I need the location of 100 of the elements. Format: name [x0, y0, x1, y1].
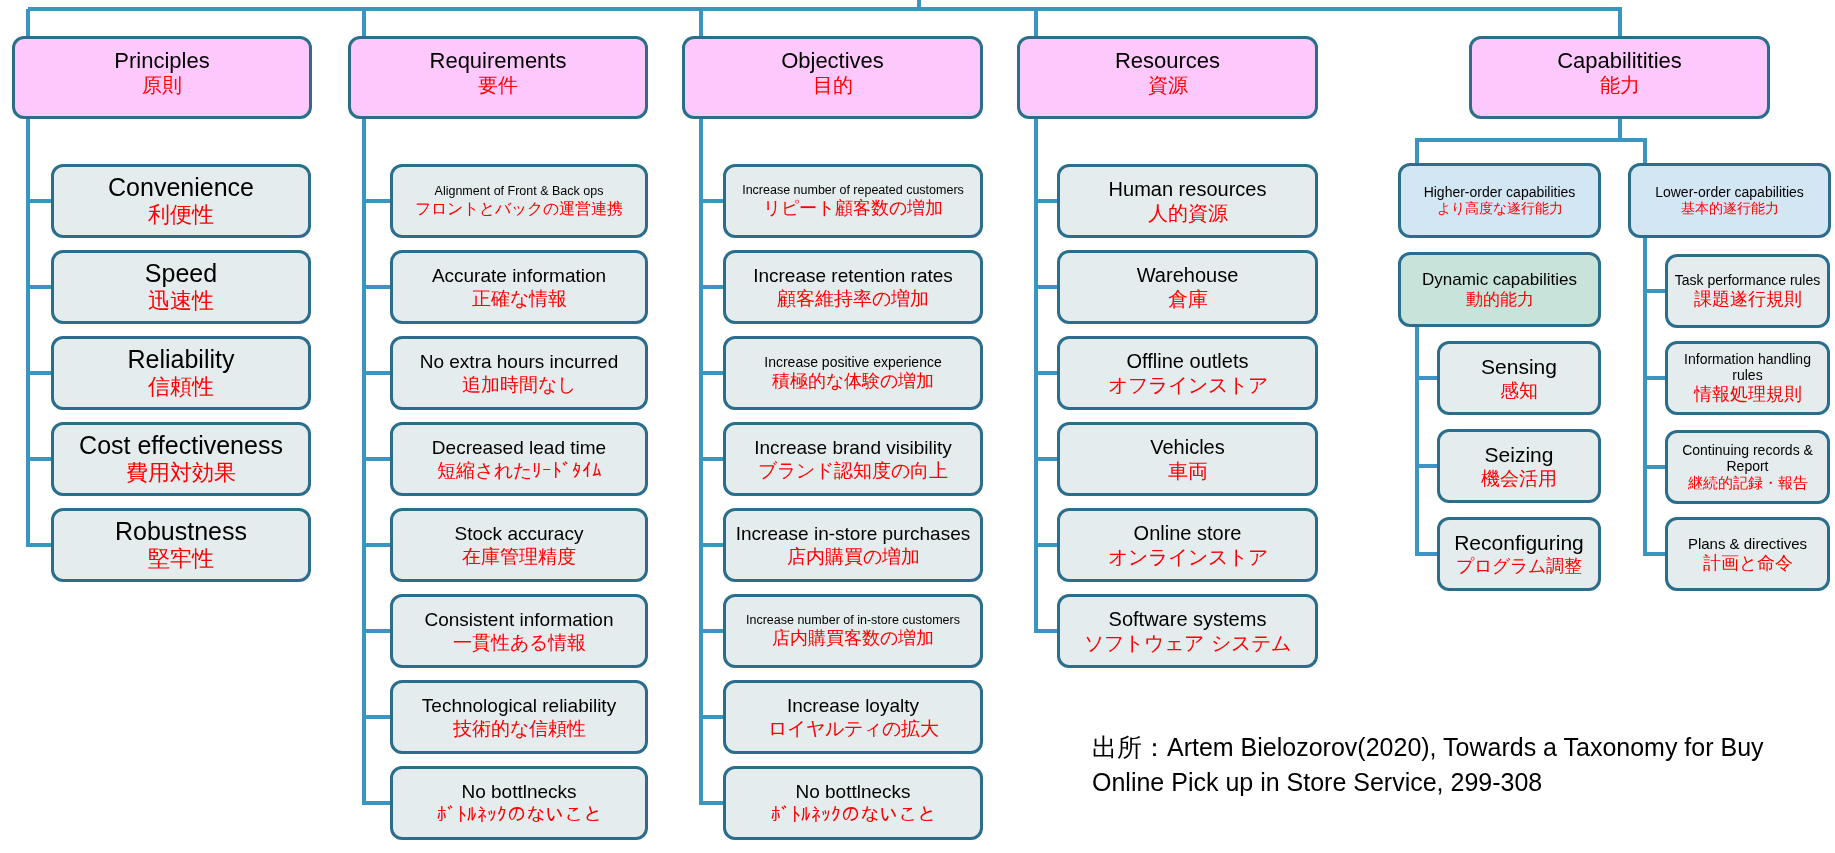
item-box — [723, 766, 983, 840]
english-label: Increase number of in-store customers — [746, 613, 960, 628]
japanese-label: 迅速性 — [148, 288, 214, 315]
connector-line — [1034, 9, 1038, 36]
english-label: Human resources — [1108, 177, 1267, 201]
connector-line — [699, 9, 703, 36]
connector-line — [1415, 327, 1437, 556]
japanese-label: より高度な遂行能力 — [1436, 200, 1563, 217]
item-box — [723, 336, 983, 410]
japanese-label: ﾎﾞﾄﾙﾈｯｸのないこと — [436, 802, 602, 826]
english-label: Reconfiguring — [1454, 531, 1584, 556]
japanese-label: 人的資源 — [1147, 200, 1228, 225]
item-box — [51, 250, 311, 324]
item-box — [390, 250, 648, 324]
japanese-label: 資源 — [1147, 73, 1188, 98]
item-box — [51, 164, 311, 238]
connector-line — [26, 9, 30, 36]
english-label: Warehouse — [1136, 263, 1239, 287]
english-label: Capabilitities — [1557, 48, 1682, 74]
japanese-label: ロイヤルティの拡大 — [767, 716, 939, 740]
japanese-label: 利便性 — [148, 202, 214, 229]
english-label: Speed — [144, 259, 218, 289]
japanese-label: 信頼性 — [148, 374, 214, 401]
english-label: Information handling rules — [1683, 351, 1812, 384]
item-box — [1057, 250, 1318, 324]
item-box — [723, 680, 983, 754]
english-label: Alignment of Front & Back ops — [434, 184, 604, 199]
english-label: Increase loyalty — [787, 694, 919, 717]
item-box — [390, 766, 648, 840]
category-box — [1469, 36, 1770, 119]
english-label: Increase positive experience — [764, 354, 942, 371]
japanese-label: 在庫管理精度 — [462, 544, 576, 568]
subcategory-box — [1398, 252, 1601, 327]
english-label: Objectives — [781, 48, 884, 74]
item-box — [723, 250, 983, 324]
connector-line — [1643, 238, 1665, 556]
japanese-label: 積極的な体験の増加 — [772, 370, 934, 392]
item-box — [1665, 341, 1830, 415]
japanese-label: ﾎﾞﾄﾙﾈｯｸのないこと — [770, 802, 936, 826]
english-label: Consistent information — [424, 608, 614, 631]
english-label: Increase brand visibility — [754, 436, 952, 459]
japanese-label: 課題遂行規則 — [1693, 288, 1802, 310]
item-box — [1437, 429, 1601, 503]
japanese-label: 動的能力 — [1465, 289, 1534, 310]
item-box — [390, 680, 648, 754]
japanese-label: 継続的記録・報告 — [1687, 474, 1808, 493]
japanese-label: ブランド認知度の向上 — [758, 458, 948, 482]
item-box — [1665, 254, 1830, 328]
japanese-label: ソフトウェア システム — [1084, 630, 1291, 655]
item-box — [51, 508, 311, 582]
english-label: Increase in-store purchases — [735, 522, 971, 545]
connector-line — [26, 119, 51, 547]
english-label: Reliability — [127, 345, 235, 375]
category-box — [1017, 36, 1318, 119]
english-label: Increase number of repeated customers — [742, 183, 964, 198]
japanese-label: 正確な情報 — [471, 286, 567, 310]
japanese-label: 計画と命令 — [1702, 551, 1793, 574]
item-box — [390, 508, 648, 582]
english-label: Cost effectiveness — [79, 431, 283, 461]
japanese-label: 機会活用 — [1481, 466, 1557, 490]
item-box — [1057, 422, 1318, 496]
connector-line — [1034, 119, 1057, 633]
english-label: Online store — [1133, 521, 1242, 545]
japanese-label: 費用対効果 — [126, 460, 236, 487]
item-box — [723, 164, 983, 238]
connector-line — [362, 9, 366, 36]
item-box — [390, 336, 648, 410]
item-box — [1437, 517, 1601, 591]
english-label: Accurate information — [431, 264, 607, 287]
english-label: Increase retention rates — [753, 264, 953, 287]
english-label: Dynamic capabilities — [1422, 269, 1577, 290]
subcategory-box — [1628, 163, 1831, 238]
category-box — [682, 36, 983, 119]
english-label: Continuing records & Report — [1681, 441, 1814, 475]
japanese-label: 車両 — [1167, 458, 1208, 483]
japanese-label: 基本的遂行能力 — [1680, 200, 1779, 217]
item-box — [390, 594, 648, 668]
english-label: No bottlnecks — [461, 780, 577, 803]
japanese-label: 店内購買の増加 — [786, 544, 920, 568]
item-box — [51, 336, 311, 410]
item-box — [390, 422, 648, 496]
english-label: Resources — [1114, 48, 1221, 74]
japanese-label: 能力 — [1599, 73, 1640, 98]
japanese-label: 店内購買客数の増加 — [772, 627, 934, 649]
japanese-label: 技術的な信頼性 — [452, 716, 586, 740]
item-box — [1057, 508, 1318, 582]
japanese-label: フロントとバックの運営連携 — [415, 198, 623, 218]
category-box — [348, 36, 648, 119]
item-box — [1057, 336, 1318, 410]
item-box — [51, 422, 311, 496]
english-label: Stock accuracy — [454, 522, 584, 545]
japanese-label: オフラインストア — [1107, 372, 1268, 397]
english-label: Requirements — [429, 48, 567, 74]
japanese-label: 情報処理規則 — [1693, 383, 1802, 405]
item-box — [1437, 341, 1601, 415]
japanese-label: 堅牢性 — [148, 546, 214, 573]
connector-line — [1618, 119, 1647, 163]
japanese-label: 顧客維持率の増加 — [777, 286, 929, 310]
japanese-label: 短縮されたﾘｰﾄﾞﾀｲﾑ — [436, 458, 602, 482]
japanese-label: 追加時間なし — [462, 372, 576, 396]
